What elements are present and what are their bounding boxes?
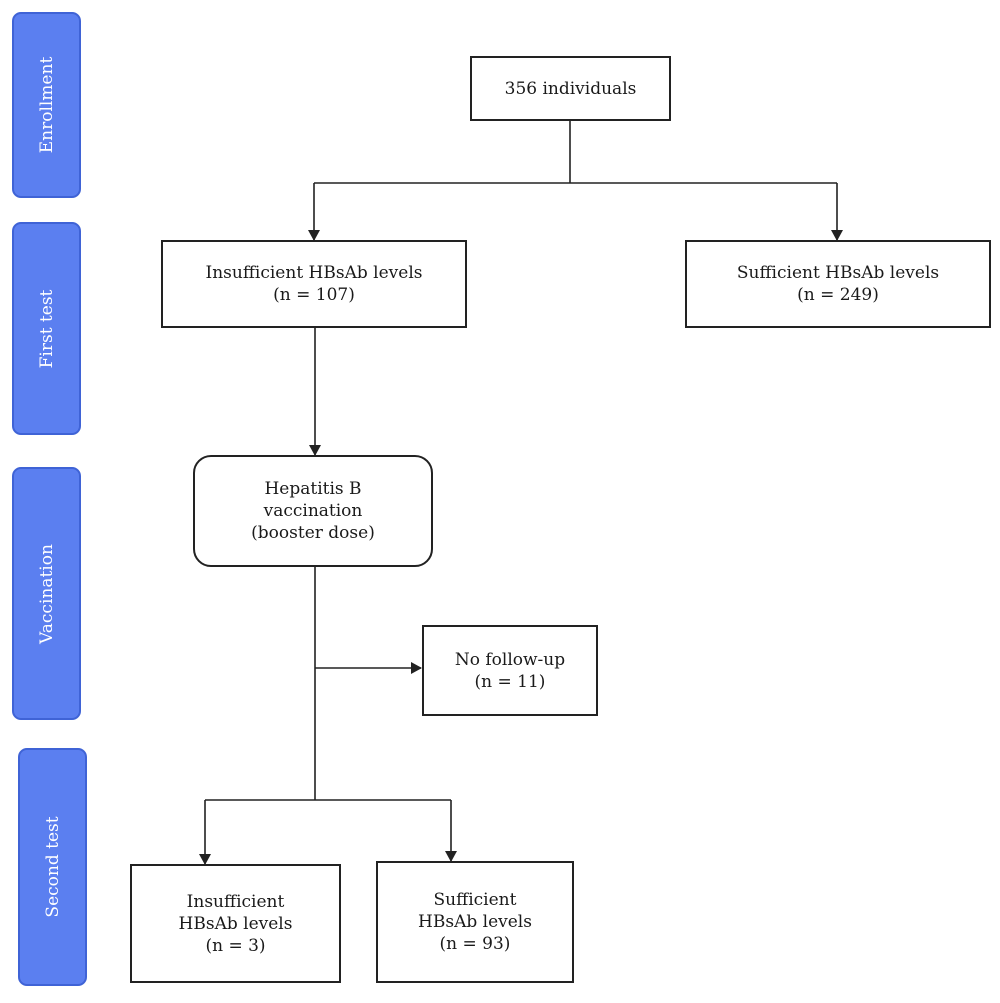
no-follow-up-count: (n = 11) xyxy=(474,671,546,692)
second-insufficient-line-2: HBsAb levels xyxy=(178,913,293,934)
first-insufficient-box: Insufficient HBsAb levels (n = 107) xyxy=(161,240,467,328)
stage-second-test: Second test xyxy=(18,748,87,986)
vaccination-line-1: Hepatitis B xyxy=(264,479,362,499)
total-enrolled-box: 356 individuals xyxy=(470,56,671,121)
stage-vaccination: Vaccination xyxy=(12,467,81,720)
second-insufficient-line-1: Insufficient xyxy=(186,891,285,912)
vaccination-box: Hepatitis B vaccination (booster dose) xyxy=(193,455,433,567)
second-sufficient-line-1: Sufficient xyxy=(433,890,517,910)
second-sufficient-box: Sufficient HBsAb levels (n = 93) xyxy=(376,861,574,983)
second-insufficient-box: Insufficient HBsAb levels (n = 3) xyxy=(130,864,341,983)
second-insufficient-count: (n = 3) xyxy=(205,935,266,956)
second-sufficient-line-2: HBsAb levels xyxy=(418,912,532,932)
second-sufficient-count: (n = 93) xyxy=(439,934,511,954)
first-sufficient-box: Sufficient HBsAb levels (n = 249) xyxy=(685,240,991,328)
total-enrolled-text: 356 individuals xyxy=(504,78,637,99)
stage-first-test: First test xyxy=(12,222,81,435)
no-follow-up-label: No follow-up xyxy=(454,649,566,670)
no-follow-up-box: No follow-up (n = 11) xyxy=(422,625,598,716)
vaccination-line-2: vaccination xyxy=(263,501,363,521)
first-sufficient-label: Sufficient HBsAb levels xyxy=(736,263,940,283)
vaccination-line-3: (booster dose) xyxy=(251,523,375,543)
stage-enrollment: Enrollment xyxy=(12,12,81,198)
first-insufficient-count: (n = 107) xyxy=(273,285,355,305)
first-sufficient-count: (n = 249) xyxy=(797,285,879,305)
first-insufficient-label: Insufficient HBsAb levels xyxy=(205,263,423,283)
